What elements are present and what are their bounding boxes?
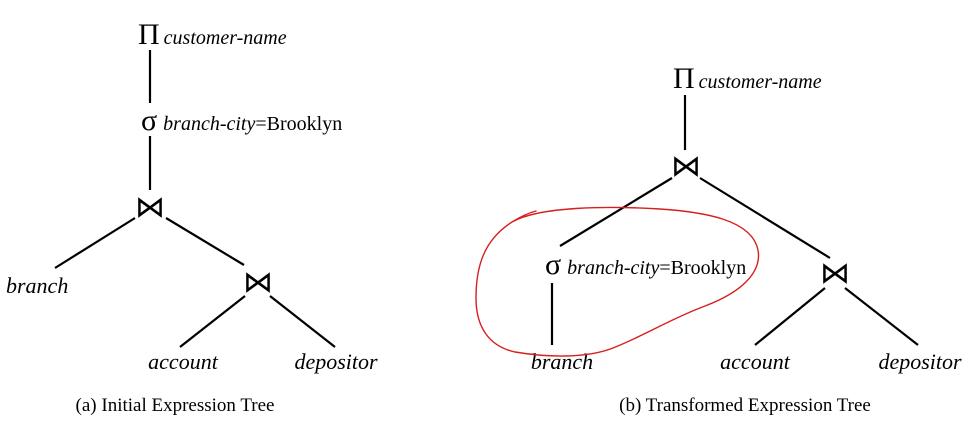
edge-join-innerjoin — [699, 177, 831, 259]
relation-branch: branch — [531, 349, 593, 374]
edge-join-innerjoin — [165, 217, 245, 266]
relation-account: account — [148, 349, 219, 374]
selection-attribute: branch-city — [567, 257, 659, 279]
selection-node: σ branch-city=Brooklyn — [545, 248, 746, 281]
caption-transformed-tree: (b) Transformed Expression Tree — [619, 395, 871, 416]
selection-symbol: σ — [545, 248, 561, 281]
projection-symbol: Π — [138, 18, 160, 51]
join-symbol-inner: ⋈ — [243, 266, 273, 299]
join-symbol-inner: ⋈ — [820, 257, 850, 290]
selection-node: σ branch-city=Brooklyn — [141, 104, 342, 137]
edge-join-branch — [54, 217, 136, 269]
relation-branch: branch — [6, 273, 68, 298]
edge-innerjoin-account — [179, 295, 246, 348]
relation-depositor: depositor — [294, 349, 378, 374]
edge-innerjoin-depositor — [269, 295, 336, 348]
selection-value: =Brooklyn — [255, 113, 342, 135]
caption-initial-tree: (a) Initial Expression Tree — [76, 395, 275, 416]
hand-drawn-circle-annotation — [475, 206, 760, 357]
projection-symbol: Π — [673, 62, 695, 95]
projection-attribute: customer-name — [164, 27, 287, 49]
selection-value: =Brooklyn — [659, 257, 746, 279]
relation-depositor: depositor — [878, 349, 962, 374]
join-symbol-top: ⋈ — [671, 150, 701, 183]
relation-account: account — [720, 349, 791, 374]
selection-attribute: branch-city — [163, 113, 255, 135]
edge-innerjoin-account — [754, 287, 826, 346]
join-symbol-top: ⋈ — [135, 191, 165, 224]
projection-attribute: customer-name — [699, 71, 822, 93]
selection-symbol: σ — [141, 104, 157, 137]
edge-innerjoin-depositor — [844, 287, 919, 346]
edge-join-selection — [559, 177, 673, 247]
